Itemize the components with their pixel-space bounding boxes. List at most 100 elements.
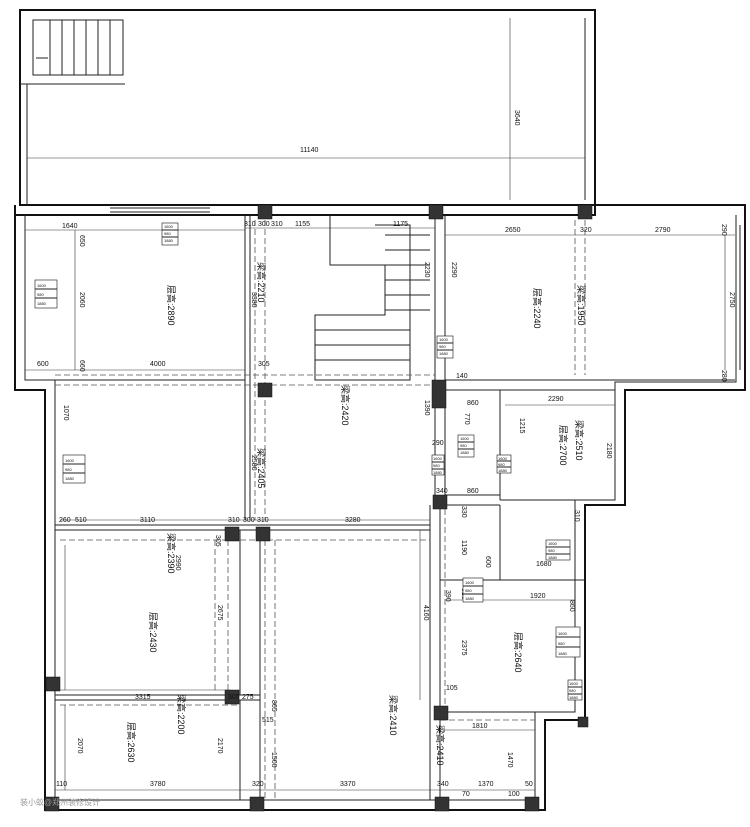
stair-outline xyxy=(314,215,411,381)
dim-text: 2790 xyxy=(655,227,671,234)
dim-text: 2580 xyxy=(250,455,257,471)
watermark: 装小蚁@郑州装修设计 xyxy=(20,797,100,807)
svg-text:1880: 1880 xyxy=(65,476,75,481)
dim-text: 1390 xyxy=(423,400,430,416)
svg-text:1880: 1880 xyxy=(37,301,47,306)
window-tag: 1600 980 1880 xyxy=(545,539,571,561)
main-stair xyxy=(314,215,430,381)
svg-text:1880: 1880 xyxy=(548,555,558,560)
dim-text: 290 xyxy=(720,224,727,236)
column xyxy=(45,676,61,692)
dim-text: 1920 xyxy=(530,593,546,600)
svg-text:1880: 1880 xyxy=(439,351,449,356)
column xyxy=(255,526,271,542)
dim-text: 510 xyxy=(75,517,87,524)
dim-text: 650 xyxy=(78,235,85,247)
beams xyxy=(55,220,586,800)
column xyxy=(524,796,540,812)
dim-text: 860 xyxy=(467,400,479,407)
dim-text: 4160 xyxy=(422,605,429,621)
dim-text: 1155 xyxy=(295,221,310,228)
terrace-dim-11140: 11140 xyxy=(300,147,319,154)
dim-text: 1470 xyxy=(506,752,513,768)
beam-label: 梁高:2510 xyxy=(574,420,585,461)
svg-text:980: 980 xyxy=(65,467,72,472)
beam-labels: 梁高:2210 梁高:1950 梁高:2420 梁高:2405 梁高:2510 … xyxy=(166,262,587,766)
dim-text: 330 xyxy=(460,506,467,518)
svg-text:980: 980 xyxy=(460,443,467,448)
room-height: 层高:2430 xyxy=(148,612,159,653)
dim-text: 2170 xyxy=(216,738,223,754)
svg-text:1600: 1600 xyxy=(65,458,75,463)
svg-text:1880: 1880 xyxy=(164,238,174,243)
room-height: 层高:2890 xyxy=(166,285,177,326)
svg-text:980: 980 xyxy=(465,588,472,593)
terrace-stair-outline xyxy=(32,19,124,76)
dim-text: 305 xyxy=(258,361,270,368)
dim-text: 1370 xyxy=(478,781,494,788)
dim-text: 300 xyxy=(243,517,255,524)
column xyxy=(44,796,60,812)
room-height: 层高:2240 xyxy=(532,288,543,329)
dim-text: 340 xyxy=(437,781,449,788)
dim-text: 865 xyxy=(270,700,277,712)
svg-text:980: 980 xyxy=(498,462,505,467)
svg-text:1600: 1600 xyxy=(498,456,508,461)
svg-text:1880: 1880 xyxy=(498,468,508,473)
dim-text: 320 xyxy=(580,227,592,234)
dim-text: 660 xyxy=(78,360,85,372)
dim-text: 3110 xyxy=(140,517,155,524)
beam-label: 梁高:2405 xyxy=(256,448,267,489)
dim-text: 310 xyxy=(573,510,580,522)
beam-label: 梁高:2410 xyxy=(435,725,446,766)
room-height: 层高:2630 xyxy=(126,722,137,763)
beam-label: 梁高:2420 xyxy=(340,385,351,426)
beam-label: 梁高:2410 xyxy=(388,695,399,736)
dim-text: 3280 xyxy=(345,517,361,524)
svg-text:980: 980 xyxy=(548,548,555,553)
dim-text: 2290 xyxy=(548,396,564,403)
dim-text: 3315 xyxy=(135,694,151,701)
terrace-dim-3640: 3640 xyxy=(513,110,520,126)
dim-text: 1190 xyxy=(460,540,467,555)
dim-text: 860 xyxy=(568,600,575,612)
svg-text:1600: 1600 xyxy=(465,580,475,585)
dim-text: 340 xyxy=(436,488,448,495)
dim-text: 280 xyxy=(720,370,727,382)
dim-text: 1640 xyxy=(62,223,78,230)
beam-label: 梁高:2390 xyxy=(166,533,177,574)
dim-text: 2375 xyxy=(460,640,467,656)
terrace: 11140 3640 xyxy=(19,9,596,206)
dim-text: 2990 xyxy=(174,555,181,571)
svg-text:1600: 1600 xyxy=(558,631,568,636)
svg-text:980: 980 xyxy=(433,463,440,468)
dim-text: 1175 xyxy=(393,221,408,228)
dim-text: 260 xyxy=(59,517,71,524)
column xyxy=(434,796,450,812)
svg-text:1880: 1880 xyxy=(433,470,443,475)
svg-text:980: 980 xyxy=(164,231,171,236)
dim-text: 310 xyxy=(228,517,240,524)
terrace-stair xyxy=(32,19,124,76)
svg-text:1880: 1880 xyxy=(465,596,475,601)
svg-text:980: 980 xyxy=(569,688,576,693)
svg-text:980: 980 xyxy=(439,344,446,349)
svg-text:1600: 1600 xyxy=(548,541,558,546)
dim-text: 1810 xyxy=(472,723,488,730)
dimension-texts: 1640 650 2060 660 600 4000 305 300 310 3… xyxy=(37,221,735,798)
column xyxy=(433,705,449,721)
dim-text: 2650 xyxy=(505,227,521,234)
dim-text: 770 xyxy=(463,413,470,425)
interior-walls xyxy=(55,215,735,800)
dimension-lines xyxy=(25,227,735,791)
column xyxy=(577,716,589,728)
window-tag: 1600 980 1880 xyxy=(62,454,86,484)
dim-text: 2070 xyxy=(76,738,83,754)
dim-text: 390 xyxy=(444,590,451,602)
dim-text: 1070 xyxy=(62,405,69,421)
